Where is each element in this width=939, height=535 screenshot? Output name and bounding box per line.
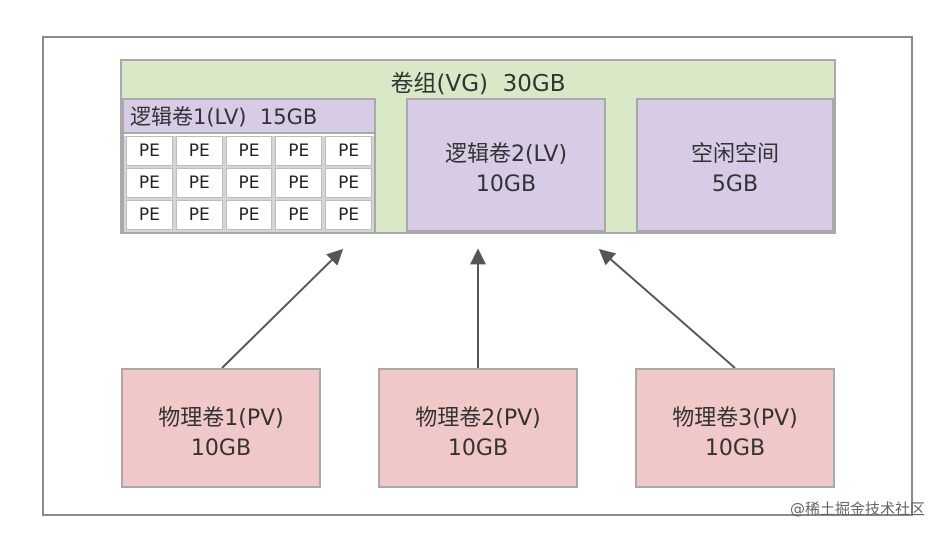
- pe-cell: PE: [175, 200, 223, 230]
- pe-cell: PE: [325, 200, 372, 230]
- watermark: @稀土掘金技术社区: [789, 500, 925, 518]
- free-space-size: 5GB: [711, 172, 759, 197]
- physical-volume-2-box: 物理卷2(PV) 10GB: [378, 368, 578, 488]
- physical-volume-1-size: 10GB: [190, 436, 252, 461]
- physical-volume-2-size: 10GB: [447, 436, 509, 461]
- pe-cell: PE: [275, 136, 323, 166]
- pe-cell: PE: [325, 168, 372, 198]
- pe-cell: PE: [275, 200, 323, 230]
- logical-volume-2-label: 逻辑卷2(LV): [444, 142, 568, 167]
- free-space-label: 空闲空间: [690, 142, 779, 167]
- pe-cell: PE: [225, 200, 273, 230]
- pe-cell: PE: [126, 200, 173, 230]
- arrow-pv1-to-lv1: [221, 248, 344, 369]
- pe-cell: PE: [175, 136, 223, 166]
- physical-volume-3-box: 物理卷3(PV) 10GB: [635, 368, 835, 488]
- free-space-box: 空闲空间 5GB: [636, 98, 834, 232]
- pe-cell: PE: [325, 136, 372, 166]
- physical-volume-1-label: 物理卷1(PV): [158, 406, 284, 431]
- pe-cell: PE: [175, 168, 223, 198]
- arrow-pv3-to-lv2: [598, 248, 736, 369]
- logical-volume-1-box: 逻辑卷1(LV) 15GB PE PE PE PE PE PE PE PE PE…: [122, 98, 376, 232]
- physical-volume-3-size: 10GB: [704, 436, 766, 461]
- pe-cell: PE: [225, 168, 273, 198]
- pe-cell: PE: [275, 168, 323, 198]
- pe-cell: PE: [225, 136, 273, 166]
- physical-volume-3-label: 物理卷3(PV): [672, 406, 798, 431]
- physical-volume-1-box: 物理卷1(PV) 10GB: [121, 368, 321, 488]
- volume-group-title: 卷组(VG) 30GB: [390, 71, 566, 97]
- pe-cell: PE: [126, 136, 173, 166]
- pe-grid: PE PE PE PE PE PE PE PE PE PE PE PE PE P…: [124, 136, 374, 232]
- physical-volume-2-label: 物理卷2(PV): [415, 406, 541, 431]
- logical-volume-1-header: 逻辑卷1(LV) 15GB: [124, 100, 374, 134]
- logical-volume-2-size: 10GB: [475, 172, 537, 197]
- pe-cell: PE: [126, 168, 173, 198]
- logical-volume-2-box: 逻辑卷2(LV) 10GB: [406, 98, 606, 232]
